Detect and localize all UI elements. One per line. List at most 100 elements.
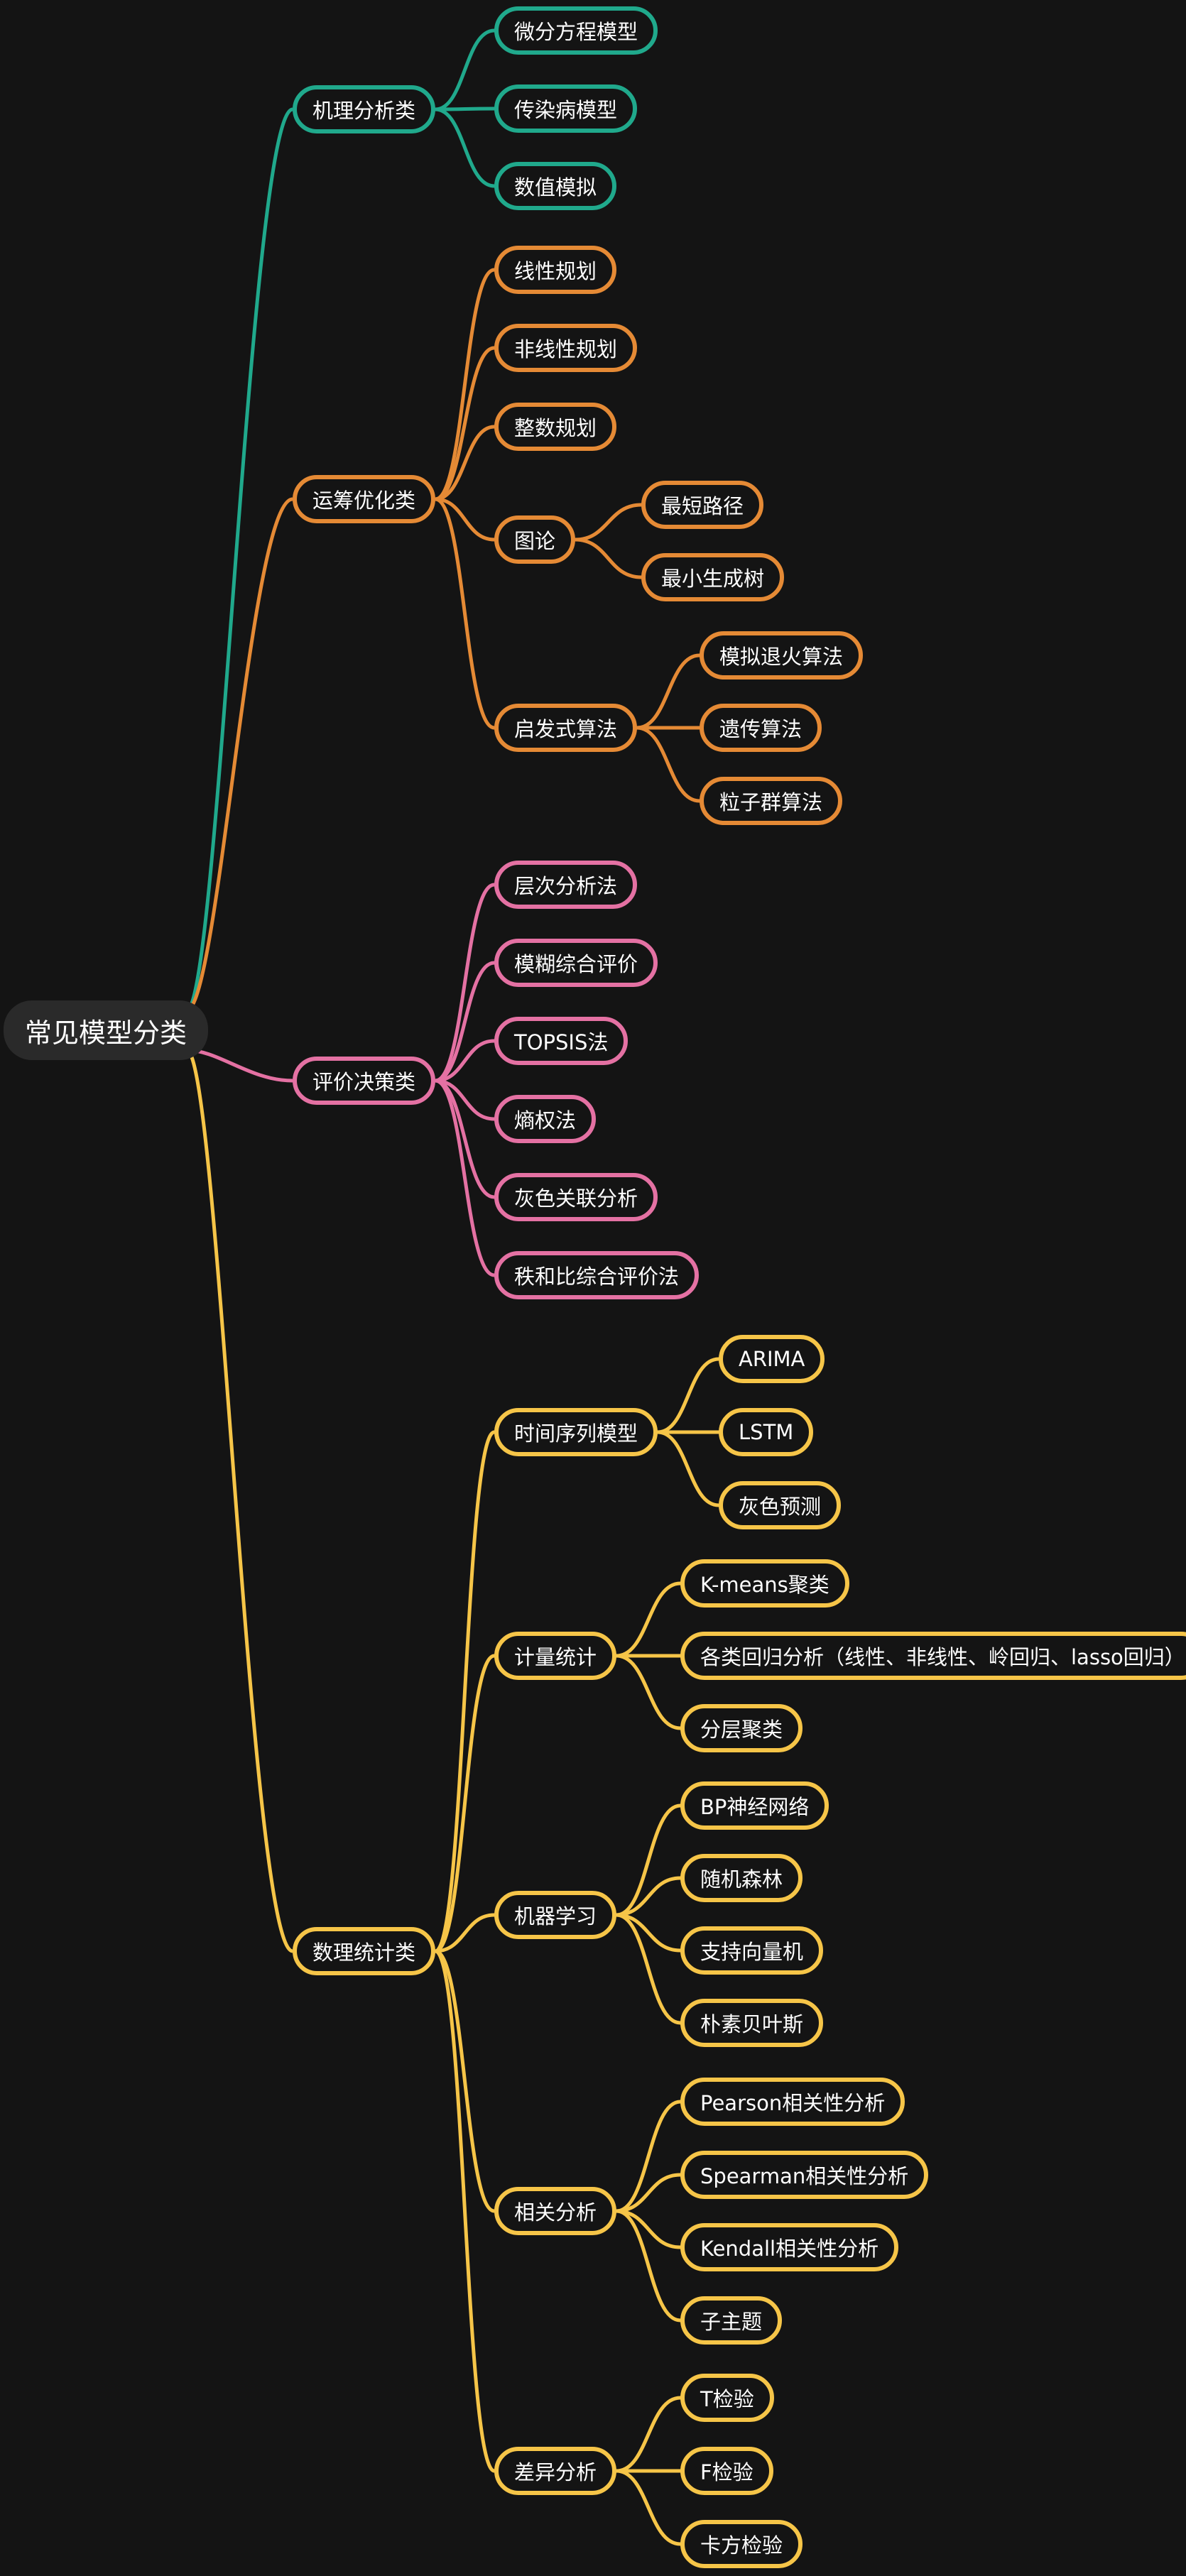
subtopic-node-4-2-1[interactable]: K-means聚类: [680, 1559, 849, 1608]
branch-node-2[interactable]: 运筹优化类: [293, 475, 436, 523]
node-label: 评价决策类: [312, 1070, 416, 1094]
node-label: 数值模拟: [514, 175, 597, 200]
node-label: 启发式算法: [514, 717, 618, 741]
node-label: TOPSIS法: [514, 1030, 609, 1054]
topic-node-1-1[interactable]: 微分方程模型: [494, 6, 658, 55]
node-label: 秩和比综合评价法: [514, 1265, 680, 1289]
topic-connector-4-4-1: [614, 2100, 682, 2213]
topic-node-2-2[interactable]: 非线性规划: [494, 324, 638, 372]
node-label: 差异分析: [514, 2460, 597, 2484]
subtopic-node-4-5-1[interactable]: T检验: [680, 2374, 774, 2422]
topic-node-1-3[interactable]: 数值模拟: [494, 162, 617, 210]
node-label: 最短路径: [661, 494, 744, 518]
topic-connector-4-4-4: [614, 2209, 682, 2323]
topic-node-4-1[interactable]: 时间序列模型: [494, 1408, 658, 1456]
node-label: 数理统计类: [312, 1941, 416, 1965]
topic-node-3-6[interactable]: 秩和比综合评价法: [494, 1251, 700, 1299]
topic-node-2-1[interactable]: 线性规划: [494, 246, 617, 294]
subtopic-node-4-3-2[interactable]: 随机森林: [680, 1854, 803, 1902]
topic-node-4-2[interactable]: 计量统计: [494, 1632, 617, 1680]
topic-node-4-3[interactable]: 机器学习: [494, 1891, 617, 1939]
topic-node-3-2[interactable]: 模糊综合评价: [494, 939, 658, 987]
subtopic-node-2-4-2[interactable]: 最小生成树: [641, 553, 785, 601]
node-label: 粒子群算法: [719, 790, 823, 814]
node-label: F检验: [700, 2460, 754, 2484]
topic-connector-4-1-3: [655, 1430, 721, 1507]
node-label: ARIMA: [739, 1347, 805, 1371]
subtopic-node-4-3-1[interactable]: BP神经网络: [680, 1781, 829, 1830]
subtopic-node-4-5-3[interactable]: 卡方检验: [680, 2520, 803, 2568]
topic-node-2-3[interactable]: 整数规划: [494, 403, 617, 451]
subtopic-node-4-2-2[interactable]: 各类回归分析（线性、非线性、岭回归、lasso回归）: [680, 1632, 1186, 1680]
subtopic-node-4-4-1[interactable]: Pearson相关性分析: [680, 2078, 905, 2126]
subtopic-node-4-3-3[interactable]: 支持向量机: [680, 1926, 824, 1975]
node-label: Spearman相关性分析: [700, 2164, 909, 2188]
topic-node-3-1[interactable]: 层次分析法: [494, 861, 638, 909]
node-label: 相关分析: [514, 2200, 597, 2225]
branch-connector-1-1: [433, 28, 496, 111]
topic-node-3-3[interactable]: TOPSIS法: [494, 1017, 629, 1065]
subtopic-node-4-4-3[interactable]: Kendall相关性分析: [680, 2223, 899, 2271]
subtopic-node-4-4-2[interactable]: Spearman相关性分析: [680, 2151, 929, 2199]
branch-connector-2-3: [433, 425, 496, 501]
branch-connector-2-5: [433, 497, 496, 730]
node-label: Kendall相关性分析: [700, 2237, 879, 2261]
node-label: 各类回归分析（线性、非线性、岭回归、lasso回归）: [700, 1645, 1185, 1669]
root-connector-2: [185, 497, 293, 1013]
branch-connector-1-3: [433, 107, 496, 188]
node-label: 支持向量机: [700, 1940, 804, 1964]
topic-connector-4-4-2: [614, 2173, 682, 2213]
subtopic-node-4-2-3[interactable]: 分层聚类: [680, 1704, 803, 1752]
node-label: Pearson相关性分析: [700, 2091, 886, 2115]
subtopic-node-4-3-4[interactable]: 朴素贝叶斯: [680, 1999, 824, 2047]
node-label: 非线性规划: [514, 337, 618, 361]
subtopic-node-4-1-2[interactable]: LSTM: [719, 1408, 814, 1456]
node-label: LSTM: [739, 1420, 794, 1444]
node-label: 随机森林: [700, 1867, 783, 1892]
subtopic-node-2-5-1[interactable]: 模拟退火算法: [700, 631, 864, 680]
node-label: 线性规划: [514, 259, 597, 283]
topic-node-4-5[interactable]: 差异分析: [494, 2447, 617, 2495]
branch-node-1[interactable]: 机理分析类: [293, 85, 436, 133]
branch-node-3[interactable]: 评价决策类: [293, 1057, 436, 1105]
node-label: 分层聚类: [700, 1718, 783, 1742]
subtopic-node-4-1-3[interactable]: 灰色预测: [719, 1481, 842, 1529]
node-label: 模糊综合评价: [514, 952, 638, 976]
topic-connector-4-3-2: [614, 1876, 682, 1917]
node-label: 遗传算法: [719, 717, 803, 741]
subtopic-node-4-5-2[interactable]: F检验: [680, 2447, 773, 2495]
subtopic-node-2-4-1[interactable]: 最短路径: [641, 481, 764, 529]
topic-node-2-5[interactable]: 启发式算法: [494, 704, 638, 752]
branch-connector-2-4: [433, 497, 496, 542]
branch-node-4[interactable]: 数理统计类: [293, 1927, 436, 1975]
subtopic-node-2-5-3[interactable]: 粒子群算法: [700, 777, 843, 825]
node-label: 模拟退火算法: [719, 645, 844, 669]
branch-connector-3-4: [433, 1079, 496, 1121]
node-label: 熵权法: [514, 1108, 577, 1133]
node-label: 机理分析类: [312, 99, 416, 123]
topic-node-1-2[interactable]: 传染病模型: [494, 84, 638, 133]
branch-connector-4-3: [433, 1913, 496, 1953]
branch-connector-2-1: [433, 268, 496, 501]
subtopic-node-4-4-4[interactable]: 子主题: [680, 2296, 783, 2345]
topic-connector-2-4-1: [573, 503, 643, 542]
topic-node-4-4[interactable]: 相关分析: [494, 2187, 617, 2235]
node-label: T检验: [700, 2387, 754, 2411]
root-node[interactable]: 常见模型分类: [4, 1000, 209, 1060]
topic-node-3-4[interactable]: 熵权法: [494, 1095, 597, 1143]
node-label: 子主题: [700, 2310, 763, 2334]
topic-node-2-4[interactable]: 图论: [494, 515, 576, 564]
subtopic-node-4-1-1[interactable]: ARIMA: [719, 1335, 825, 1383]
topic-connector-4-5-1: [614, 2396, 682, 2473]
topic-connector-4-1-1: [655, 1357, 721, 1434]
branch-connector-3-2: [433, 961, 496, 1083]
topic-node-3-5[interactable]: 灰色关联分析: [494, 1173, 658, 1221]
topic-connector-4-5-3: [614, 2469, 682, 2546]
node-label: 朴素贝叶斯: [700, 2012, 804, 2036]
node-label: 图论: [514, 529, 556, 553]
topic-connector-4-3-4: [614, 1913, 682, 2025]
branch-connector-3-6: [433, 1079, 496, 1277]
node-label: BP神经网络: [700, 1795, 810, 1819]
subtopic-node-2-5-2[interactable]: 遗传算法: [700, 704, 822, 752]
